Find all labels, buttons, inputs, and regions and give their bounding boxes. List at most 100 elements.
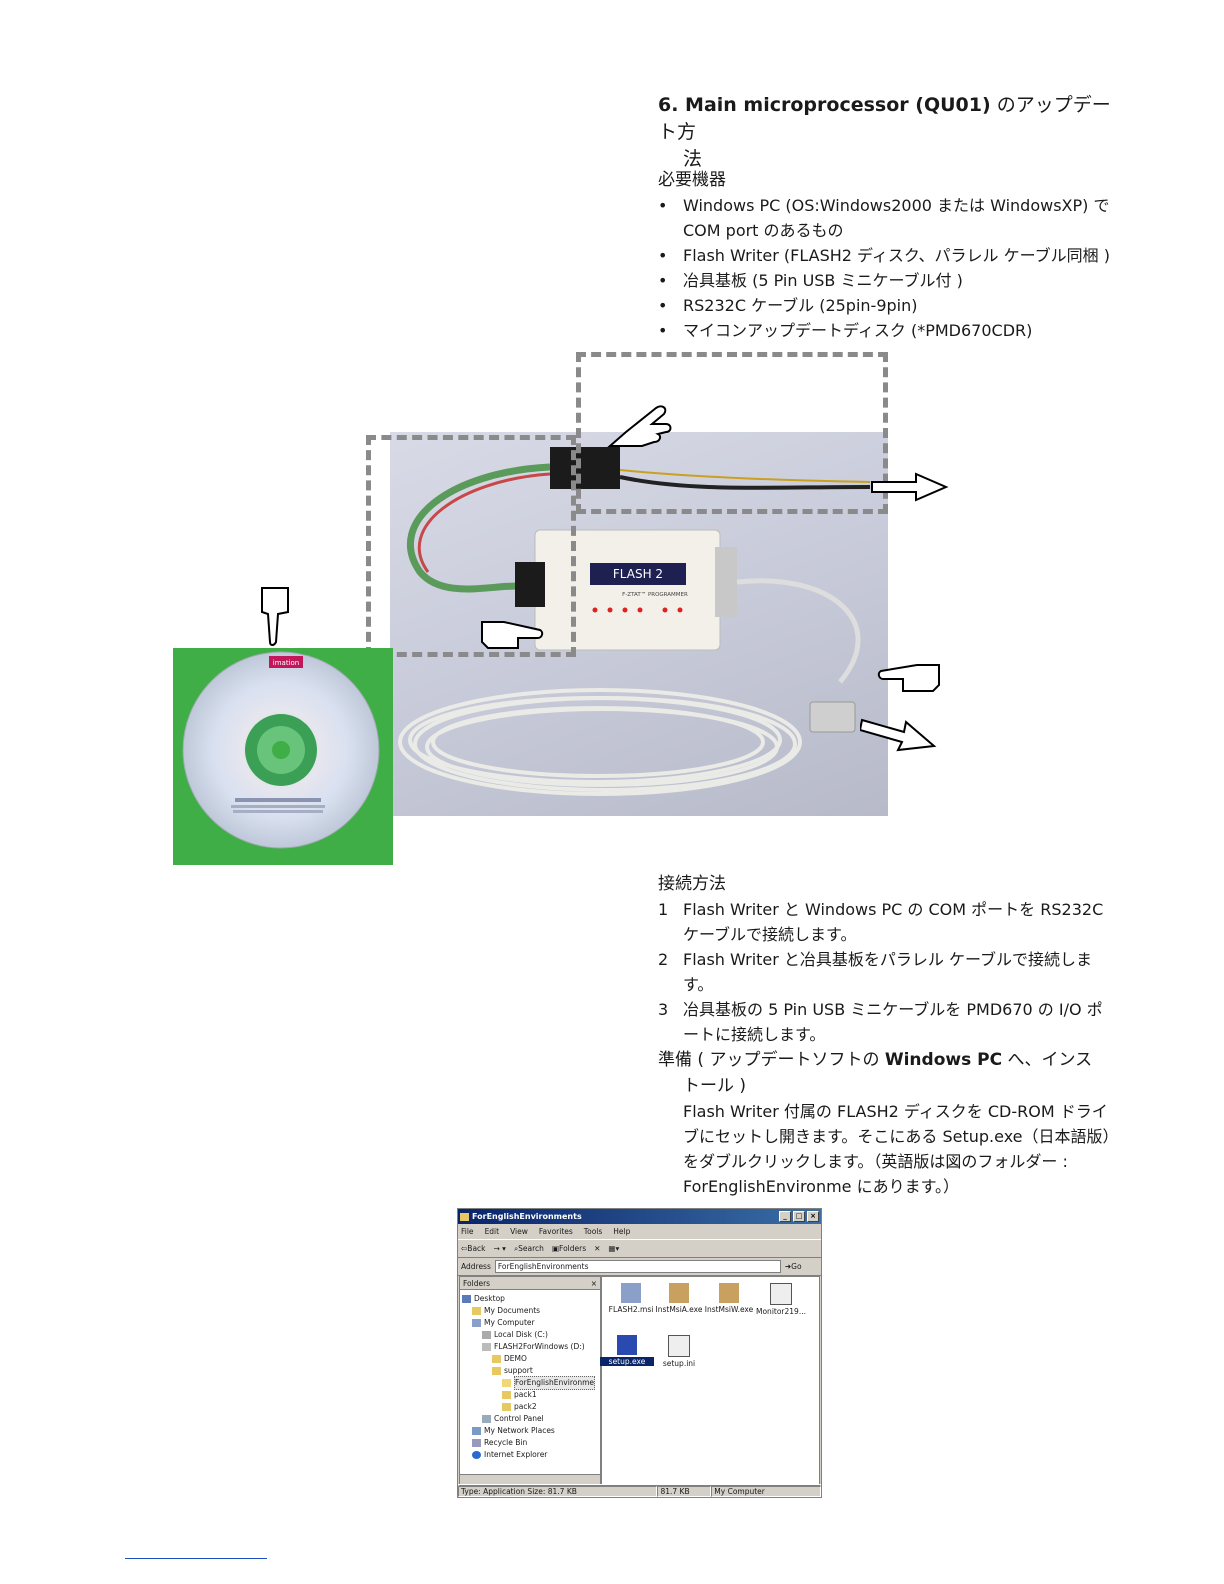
- file-item[interactable]: FLASH2.msi: [604, 1283, 658, 1314]
- tree-node[interactable]: FLASH2ForWindows (D:): [460, 1341, 600, 1353]
- pointing-hand-icon: [877, 664, 940, 692]
- list-item: 冶具基板 (5 Pin USB ミニケーブル付 ): [658, 268, 1118, 293]
- tree-node[interactable]: Desktop: [460, 1293, 600, 1305]
- tree-node-selected[interactable]: ForEnglishEnvironme: [460, 1376, 600, 1390]
- drive-icon: [482, 1331, 491, 1339]
- tree-node[interactable]: support: [460, 1365, 600, 1377]
- tree-node[interactable]: My Computer: [460, 1317, 600, 1329]
- dashed-highlight-top: [576, 352, 888, 514]
- setup-exe-icon: [617, 1335, 637, 1355]
- control-panel-icon: [482, 1415, 491, 1423]
- prep-section: 準備 ( アップデートソフトの Windows PC へ、インス トール ) F…: [658, 1047, 1118, 1199]
- address-bar: Address ForEnglishEnvironments ➜Go: [458, 1258, 821, 1276]
- prep-title: 準備 ( アップデートソフトの Windows PC へ、インス トール ): [658, 1050, 1093, 1096]
- folder-icon: [460, 1212, 469, 1221]
- menu-file[interactable]: File: [461, 1227, 474, 1236]
- menu-tools[interactable]: Tools: [583, 1227, 603, 1236]
- toolbar: ⇦Back → ▾ ⌕Search ▣Folders ✕ ▦▾: [458, 1240, 821, 1258]
- go-button[interactable]: ➜Go: [784, 1262, 802, 1271]
- file-item[interactable]: InstMsiW.exe: [702, 1283, 756, 1314]
- menu-help[interactable]: Help: [613, 1227, 631, 1236]
- menu-view[interactable]: View: [510, 1227, 528, 1236]
- forward-button[interactable]: → ▾: [493, 1244, 506, 1253]
- menu-favorites[interactable]: Favorites: [538, 1227, 573, 1236]
- connection-title: 接続方法: [658, 874, 726, 894]
- go-arrow-icon: ➜: [784, 1262, 792, 1271]
- menu-edit[interactable]: Edit: [484, 1227, 500, 1236]
- internet-explorer-icon: [472, 1451, 481, 1459]
- folder-icon: [502, 1403, 511, 1411]
- tree-node[interactable]: DEMO: [460, 1353, 600, 1365]
- list-item: RS232C ケーブル (25pin-9pin): [658, 293, 1118, 318]
- address-input[interactable]: ForEnglishEnvironments: [494, 1260, 781, 1273]
- tree-node[interactable]: My Network Places: [460, 1425, 600, 1437]
- status-bar: Type: Application Size: 81.7 KB 81.7 KB …: [458, 1484, 821, 1497]
- device-label: FLASH 2: [613, 567, 663, 581]
- pointing-hand-icon: [261, 587, 289, 646]
- heading-jp: のアップデート方: [658, 94, 1111, 143]
- ini-file-icon: [668, 1335, 690, 1357]
- folders-button[interactable]: ▣Folders: [551, 1244, 587, 1253]
- list-item: マイコンアップデートディスク (*PMD670CDR): [658, 318, 1118, 343]
- list-item: Windows PC (OS:Windows2000 または WindowsXP…: [658, 193, 1118, 243]
- file-item[interactable]: Monitor219...: [754, 1283, 808, 1316]
- document-icon: [770, 1283, 792, 1305]
- search-button[interactable]: ⌕Search: [513, 1243, 544, 1253]
- files-pane: FLASH2.msi InstMsiA.exe InstMsiW.exe Mon…: [600, 1276, 820, 1486]
- back-button[interactable]: ⇦Back: [461, 1244, 486, 1253]
- folder-icon: [492, 1355, 501, 1363]
- desktop-icon: [462, 1295, 471, 1303]
- views-icon[interactable]: ▦▾: [608, 1244, 620, 1253]
- exe-icon: [669, 1283, 689, 1303]
- explorer-panes: Folders × Desktop My Documents My Comput…: [459, 1276, 820, 1486]
- folders-pane: Folders × Desktop My Documents My Comput…: [459, 1276, 601, 1486]
- close-button[interactable]: ×: [807, 1211, 819, 1222]
- tree-node[interactable]: pack1: [460, 1389, 600, 1401]
- status-type: Type: Application Size: 81.7 KB: [458, 1485, 658, 1497]
- window-title: ForEnglishEnvironments: [472, 1212, 582, 1221]
- tree-node[interactable]: pack2: [460, 1401, 600, 1413]
- back-arrow-icon: ⇦: [461, 1244, 468, 1253]
- file-item[interactable]: setup.ini: [652, 1335, 706, 1368]
- folder-icon: [502, 1391, 511, 1399]
- tree-node[interactable]: My Documents: [460, 1305, 600, 1317]
- address-label: Address: [461, 1262, 491, 1271]
- recycle-bin-icon: [472, 1439, 481, 1447]
- arrow-right-icon: [871, 472, 949, 502]
- heading-cont: 法: [683, 148, 703, 170]
- tree-node[interactable]: Internet Explorer: [460, 1449, 600, 1461]
- footnote-rule: [125, 1558, 267, 1559]
- computer-icon: [472, 1319, 481, 1327]
- file-item-selected[interactable]: setup.exe: [600, 1335, 654, 1366]
- folder-icon: [492, 1367, 501, 1375]
- dashed-highlight-left: [366, 435, 576, 657]
- pointing-hand-icon: [481, 621, 544, 649]
- status-size: 81.7 KB: [657, 1485, 712, 1497]
- cd-photo: imation: [173, 648, 393, 865]
- folders-icon: ▣: [551, 1244, 560, 1253]
- tree-node[interactable]: Recycle Bin: [460, 1437, 600, 1449]
- heading-en: 6. Main microprocessor (QU01): [658, 94, 991, 116]
- folder-tree: Desktop My Documents My Computer Local D…: [460, 1290, 600, 1461]
- list-item: Flash Writer (FLASH2 ディスク、パラレル ケーブル同梱 ): [658, 243, 1118, 268]
- cd-disc-drawing: imation: [182, 651, 380, 849]
- tree-node[interactable]: Control Panel: [460, 1413, 600, 1425]
- folder-open-icon: [502, 1379, 511, 1387]
- installer-icon: [621, 1283, 641, 1303]
- horizontal-scrollbar[interactable]: [460, 1474, 600, 1485]
- folders-header: Folders ×: [460, 1277, 600, 1290]
- close-pane-icon[interactable]: ×: [590, 1278, 597, 1288]
- equipment-photo: FLASH 2 F-ZTAT™ PROGRAMMER: [390, 432, 888, 816]
- tree-node[interactable]: Local Disk (C:): [460, 1329, 600, 1341]
- maximize-button[interactable]: □: [793, 1211, 805, 1222]
- minimize-button[interactable]: _: [779, 1211, 791, 1222]
- delete-icon[interactable]: ✕: [594, 1244, 601, 1253]
- explorer-window: ForEnglishEnvironments _ □ × File Edit V…: [457, 1208, 822, 1498]
- pointing-hand-icon: [607, 405, 672, 447]
- file-item[interactable]: InstMsiA.exe: [652, 1283, 706, 1314]
